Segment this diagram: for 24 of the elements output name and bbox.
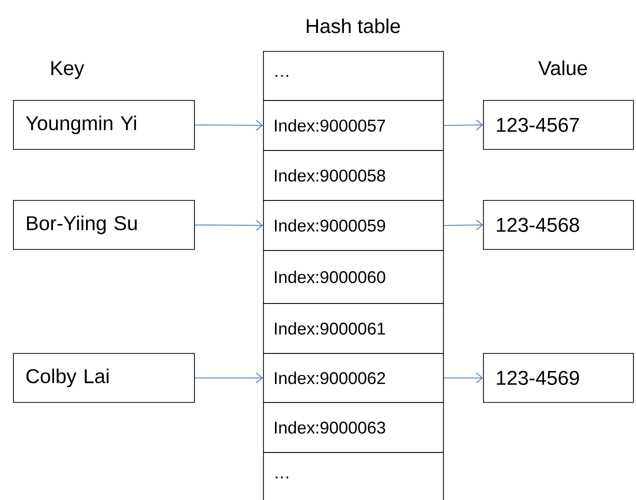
table-cell: Index:9000058 bbox=[263, 150, 444, 201]
arrow bbox=[194, 120, 263, 131]
arrow bbox=[194, 372, 263, 384]
table-title: Hash table bbox=[306, 18, 400, 34]
key-box: Bor-Yiing Su bbox=[13, 200, 195, 250]
column-heading: Value bbox=[538, 60, 587, 76]
value-box: 123-4569 bbox=[483, 353, 634, 403]
table-cell: Index:9000061 bbox=[263, 303, 444, 354]
value-box: 123-4567 bbox=[483, 100, 634, 150]
arrow bbox=[443, 372, 483, 384]
arrow bbox=[443, 220, 483, 230]
arrow bbox=[443, 120, 483, 130]
value-box: 123-4568 bbox=[483, 200, 634, 250]
table-cell: Index:9000063 bbox=[263, 402, 444, 453]
table-cell: … bbox=[263, 51, 444, 101]
column-heading: Key bbox=[51, 61, 84, 80]
key-box: Youngmin Yi bbox=[13, 100, 195, 150]
table-cell: … bbox=[263, 452, 444, 500]
table-cell: Index:9000062 bbox=[263, 353, 444, 403]
table-cell: Index:9000057 bbox=[263, 100, 444, 151]
table-cell: Index:9000060 bbox=[263, 250, 444, 304]
arrow bbox=[194, 220, 263, 231]
key-box: Colby Lai bbox=[13, 353, 195, 403]
table-cell: Index:9000059 bbox=[263, 200, 444, 251]
